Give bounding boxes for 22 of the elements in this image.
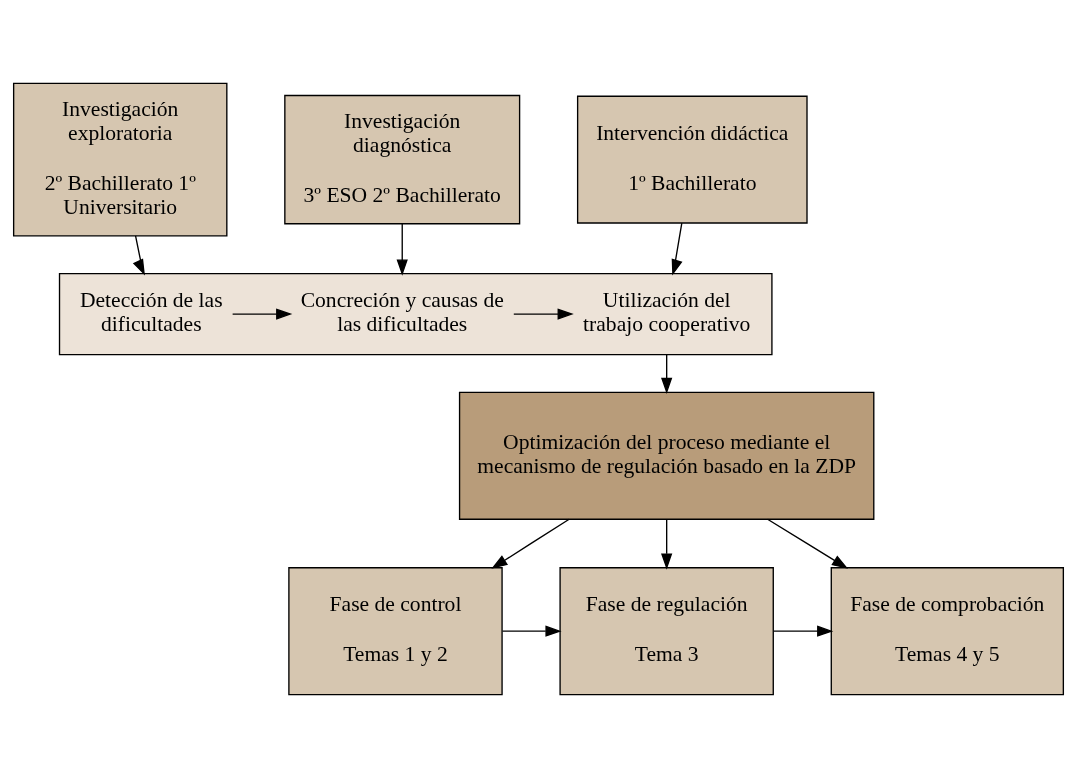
arrow [671,222,683,276]
node-box: Optimización del proceso mediante el mecanismo de regulación basado en la ZDP [458,391,875,520]
node-text: Concreción y causas de las dificultades [300,288,504,337]
node-box: Fase de comprobación Temas 4 y 5 [830,567,1065,696]
node-text: Utilización del trabajo cooperativo [583,288,751,337]
arrow [231,308,293,320]
node-box: Intervención didáctica 1º Bachillerato [576,95,808,224]
node-box: Investigación exploratoria 2º Bachillerato 1º Universitario [12,82,228,237]
arrow [513,308,574,320]
arrow [661,353,673,394]
node-box: Investigación diagnóstica 3º ESO 2º Bachillerato [284,94,521,225]
arrow [132,235,145,276]
arrow [772,625,834,637]
arrow [766,518,849,569]
node-box: Fase de control Temas 1 y 2 [288,567,503,696]
cluster [58,272,773,356]
arrow [501,625,562,637]
arrow [661,518,673,570]
node-box: Fase de regulación Tema 3 [559,567,774,696]
arrow [491,518,570,569]
node-text: Detección de las dificultades [79,288,223,337]
arrow [396,223,408,276]
